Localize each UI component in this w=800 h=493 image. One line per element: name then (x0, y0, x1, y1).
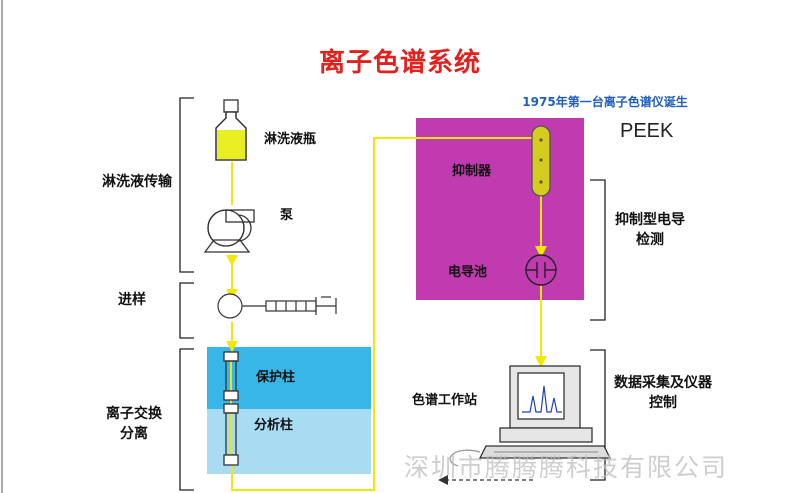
computer-icon (449, 365, 612, 467)
stage-label-detection: 抑制型电导检测 (615, 212, 685, 248)
label-suppressor: 抑制器 (452, 164, 492, 179)
conductivity-cell-icon (525, 254, 557, 286)
stage-label-data: 数据采集及仪器控制 (614, 375, 712, 411)
label-guard-column: 保护柱 (256, 370, 296, 385)
subtitle: 1975年第一台离子色谱仪诞生 (522, 95, 688, 109)
bracket-detection (590, 179, 606, 321)
stage-label-eluent-delivery: 淋洗液传输 (102, 174, 172, 190)
label-conductivity-cell: 电导池 (448, 265, 488, 280)
bracket-eluent-delivery (179, 97, 194, 273)
material-label: PEEK (620, 120, 674, 142)
label-pump: 泵 (280, 208, 294, 223)
stage-brackets-right (590, 179, 606, 481)
bracket-separation (179, 348, 194, 491)
flow-arrows (226, 131, 547, 368)
pump-icon (203, 209, 255, 253)
column-icon (223, 351, 239, 466)
suppressor-icon (531, 125, 551, 197)
label-analytical-column: 分析柱 (254, 418, 294, 433)
dashed-arrow-icon (438, 475, 535, 485)
label-workstation: 色谱工作站 (412, 393, 478, 408)
bottle-icon (215, 99, 247, 161)
watermark-text: 深圳市腾腾腾科技有限公司 (404, 453, 729, 482)
bracket-data (590, 349, 606, 481)
bracket-injection (179, 282, 194, 339)
stage-brackets-left (179, 97, 194, 491)
syringe-icon (217, 293, 337, 319)
flow-line (231, 137, 542, 491)
stage-label-separation: 离子交换分离 (106, 406, 162, 442)
page-title: 离子色谱系统 (318, 48, 481, 78)
label-eluent-bottle: 淋洗液瓶 (264, 132, 317, 147)
stage-label-injection: 进样 (118, 292, 146, 308)
